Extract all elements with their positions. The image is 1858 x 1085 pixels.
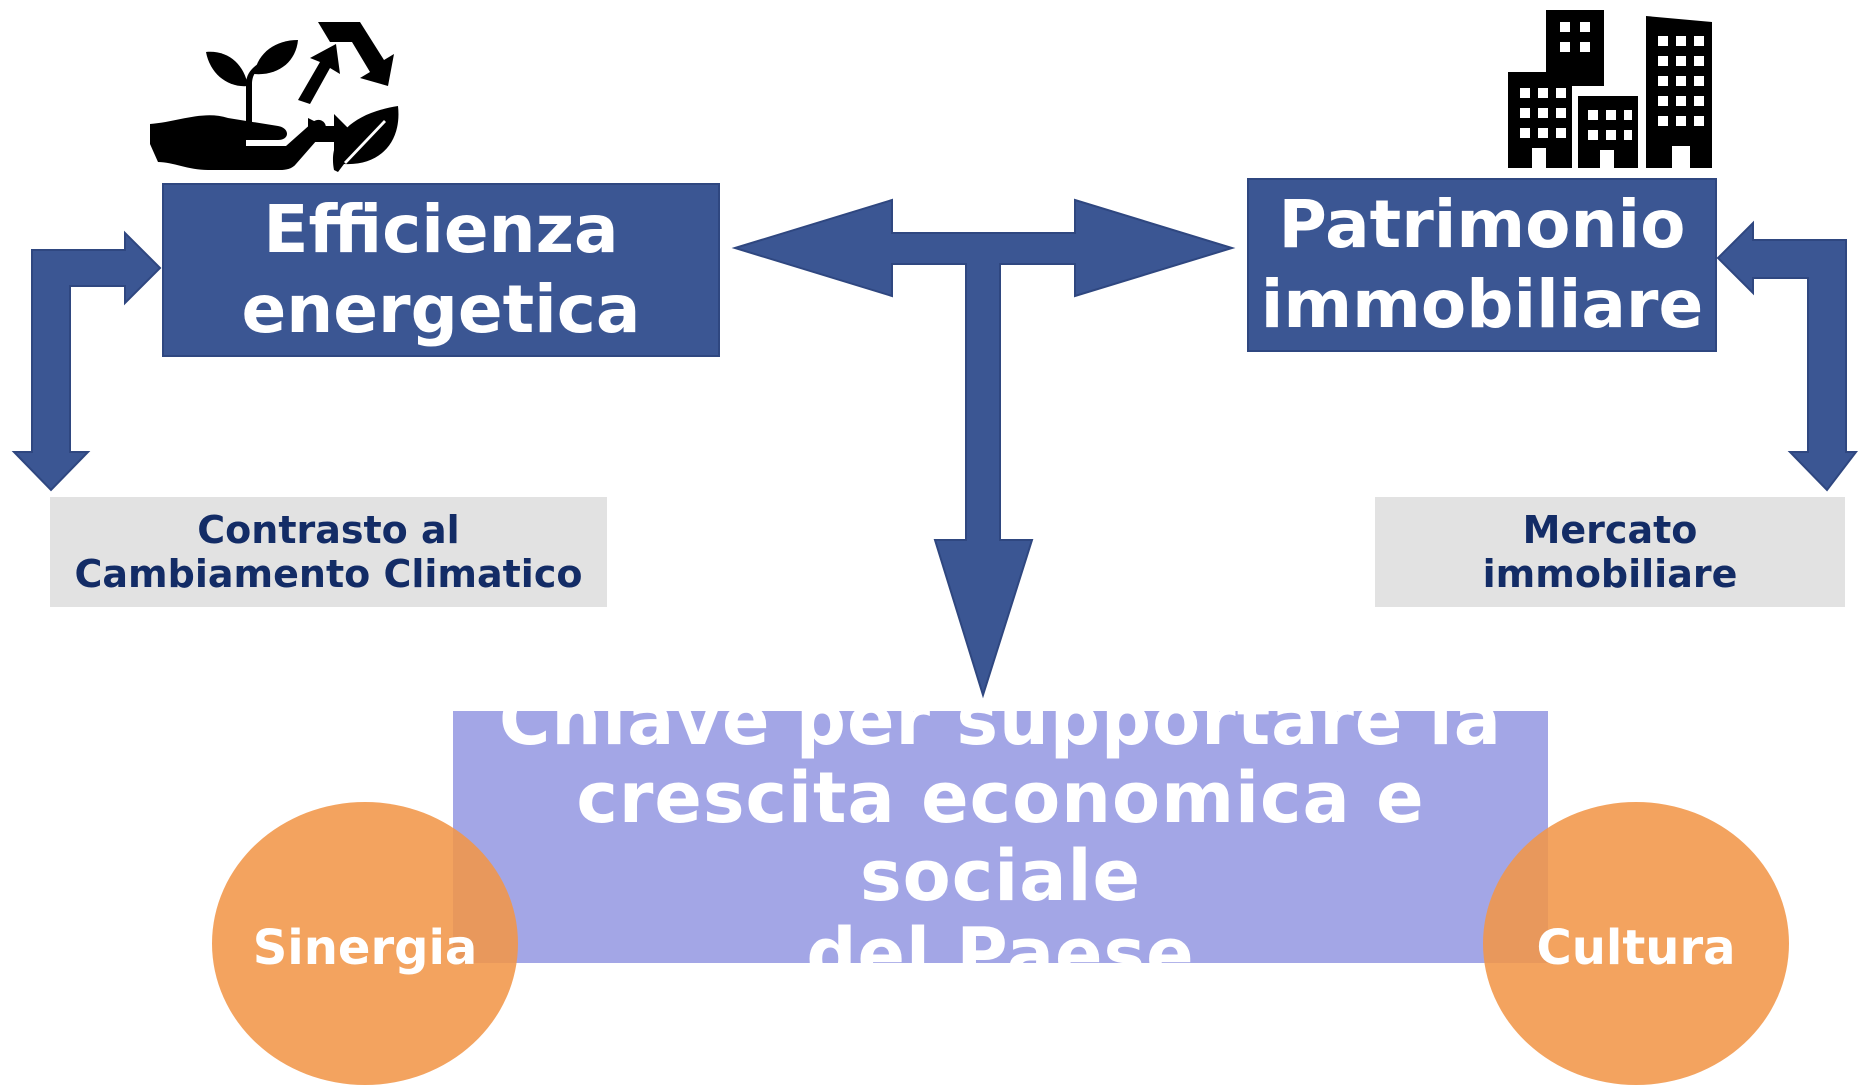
contrasto-cambiamento-climatico-box: Contrasto al Cambiamento Climatico bbox=[50, 497, 607, 607]
eco-sustainability-icon bbox=[150, 22, 399, 172]
sinergia-circle bbox=[212, 802, 518, 1085]
chiave-crescita-box: Chiave per supportare la crescita econom… bbox=[453, 681, 1548, 993]
sinergia-label: Sinergia bbox=[252, 920, 478, 976]
central-t-arrow bbox=[731, 198, 1236, 699]
efficienza-energetica-box: Efficienza energetica bbox=[162, 183, 720, 357]
contrasto-line2: Cambiamento Climatico bbox=[74, 552, 583, 596]
left-elbow-arrow bbox=[11, 230, 162, 492]
mercato-line1: Mercato bbox=[1522, 508, 1698, 552]
chiave-crescita-label: Chiave per supportare la crescita econom… bbox=[453, 681, 1548, 993]
mercato-label: Mercato immobiliare bbox=[1483, 508, 1738, 596]
patrimonio-line1: Patrimonio bbox=[1278, 186, 1686, 263]
cultura-circle bbox=[1483, 802, 1789, 1085]
patrimonio-line2: immobiliare bbox=[1260, 266, 1704, 343]
patrimonio-immobiliare-label: Patrimonio immobiliare bbox=[1261, 185, 1703, 345]
right-elbow-arrow bbox=[1716, 220, 1858, 492]
efficienza-line1: Efficienza bbox=[263, 191, 619, 268]
efficienza-energetica-label: Efficienza energetica bbox=[242, 190, 641, 350]
contrasto-line1: Contrasto al bbox=[197, 508, 460, 552]
buildings-icon bbox=[1508, 10, 1712, 168]
chiave-line1: Chiave per supportare la bbox=[498, 679, 1502, 761]
mercato-immobiliare-box: Mercato immobiliare bbox=[1375, 497, 1845, 607]
cultura-label: Cultura bbox=[1536, 920, 1736, 976]
contrasto-label: Contrasto al Cambiamento Climatico bbox=[75, 508, 583, 596]
chiave-line2: crescita economica e sociale bbox=[576, 757, 1425, 917]
efficienza-line2: energetica bbox=[241, 271, 641, 348]
chiave-line3: del Paese bbox=[806, 913, 1195, 995]
mercato-line2: immobiliare bbox=[1482, 552, 1738, 596]
patrimonio-immobiliare-box: Patrimonio immobiliare bbox=[1247, 178, 1717, 352]
